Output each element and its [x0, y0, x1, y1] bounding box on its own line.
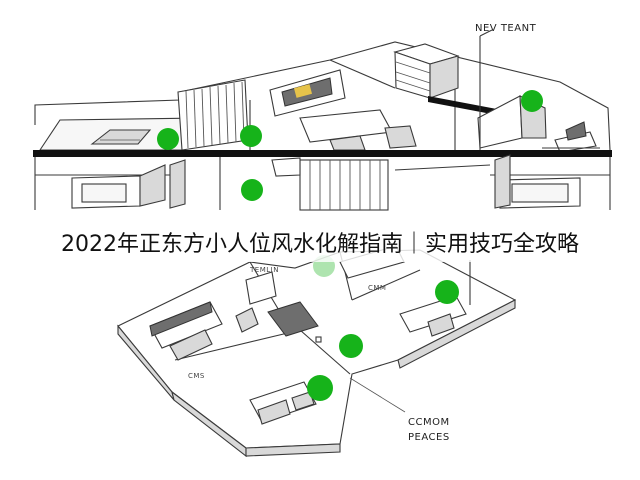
new-tenant-label: NEV TEANT	[475, 23, 537, 34]
green-marker	[339, 334, 363, 358]
cms-label: CMS	[188, 372, 205, 380]
green-marker	[157, 128, 179, 150]
slatted-partition	[299, 159, 389, 211]
green-marker	[307, 375, 333, 401]
radiator-upper	[177, 79, 249, 151]
templn-label: TEMLIN	[249, 266, 279, 274]
green-marker	[435, 280, 459, 304]
cabinet-stack	[393, 43, 460, 99]
middle-floor	[34, 154, 611, 211]
common-peaces-label-line2: PEACES	[408, 432, 450, 443]
cmm-label: CMM	[368, 284, 386, 292]
green-marker	[241, 179, 263, 201]
common-peaces-label-line1: CCMOM	[408, 417, 450, 428]
upper-floor	[33, 29, 612, 157]
title-band	[0, 222, 640, 262]
lower-floor	[117, 245, 517, 458]
green-marker	[521, 90, 543, 112]
page-title: 2022年正东方小人位风水化解指南｜实用技巧全攻略	[61, 232, 579, 257]
green-marker	[240, 125, 262, 147]
